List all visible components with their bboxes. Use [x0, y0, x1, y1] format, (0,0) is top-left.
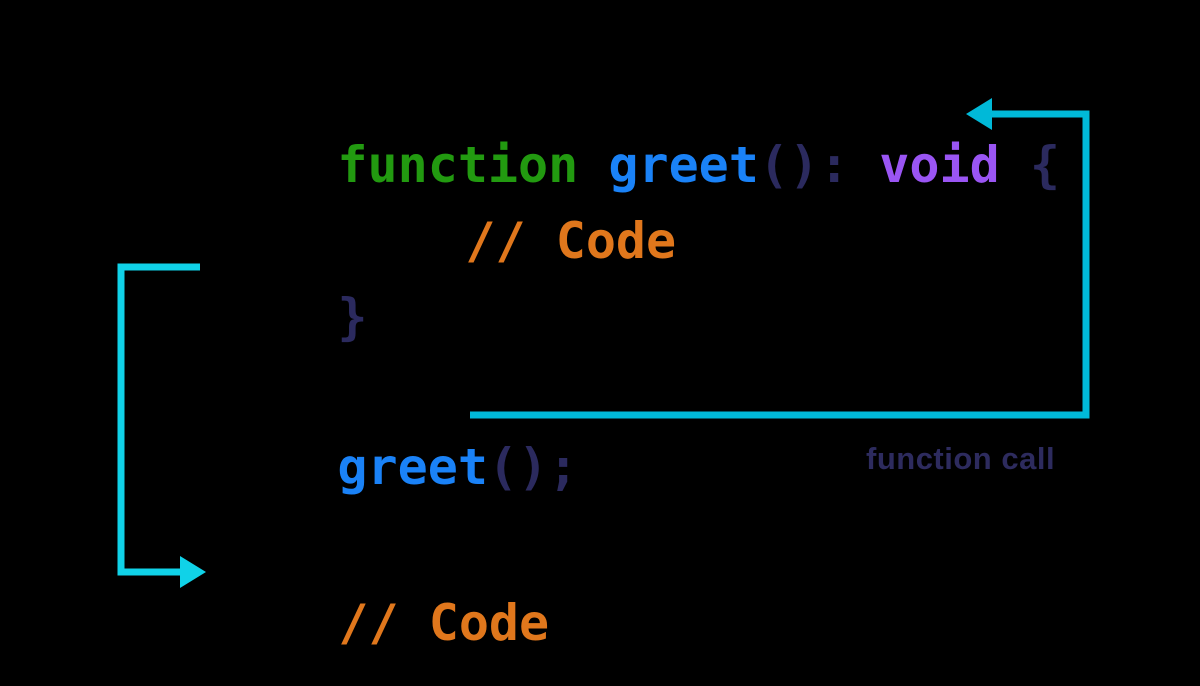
- function-call-label: function call: [866, 441, 1056, 476]
- body-comment: // Code: [465, 212, 677, 270]
- code-line-after-comment: // Code: [218, 548, 549, 686]
- code-line-body-comment: // Code: [345, 166, 676, 316]
- code-line-close-brace: }: [217, 242, 368, 392]
- after-comment: // Code: [338, 594, 550, 652]
- return-flow-arrowhead-right-icon: [180, 556, 206, 588]
- return-flow-arrow: [117, 263, 206, 588]
- return-flow-arrow-line: [117, 263, 200, 576]
- code-line-call-statement: greet();: [217, 392, 578, 542]
- call-parens-semicolon: ();: [487, 438, 579, 496]
- close-brace: }: [337, 288, 368, 346]
- return-type-void: void: [879, 136, 1000, 194]
- open-brace: {: [999, 136, 1060, 194]
- params-colon: ():: [758, 136, 880, 194]
- call-function-name: greet: [337, 438, 488, 496]
